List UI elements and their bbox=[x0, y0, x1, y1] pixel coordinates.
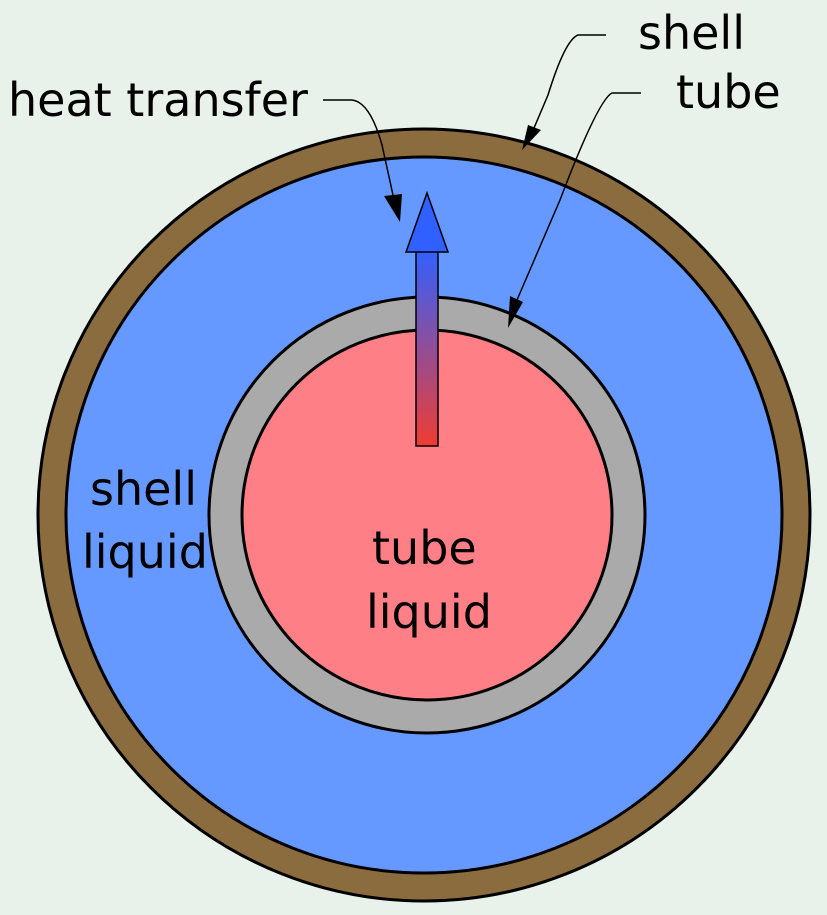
heat-transfer-arrow bbox=[404, 190, 450, 447]
heat-transfer-leader bbox=[323, 99, 402, 222]
shell-liquid-label-line1: shell bbox=[90, 462, 197, 516]
tube-leader bbox=[508, 92, 641, 328]
tube-liquid-label-line2: liquid bbox=[366, 585, 492, 639]
heat-transfer-label: heat transfer bbox=[8, 73, 308, 127]
tube-liquid-label-line1: tube bbox=[372, 521, 477, 575]
tube-label: tube bbox=[676, 65, 781, 119]
shell-liquid-label-line2: liquid bbox=[82, 525, 208, 579]
shell-label: shell bbox=[638, 6, 745, 60]
shell-leader bbox=[522, 34, 606, 150]
